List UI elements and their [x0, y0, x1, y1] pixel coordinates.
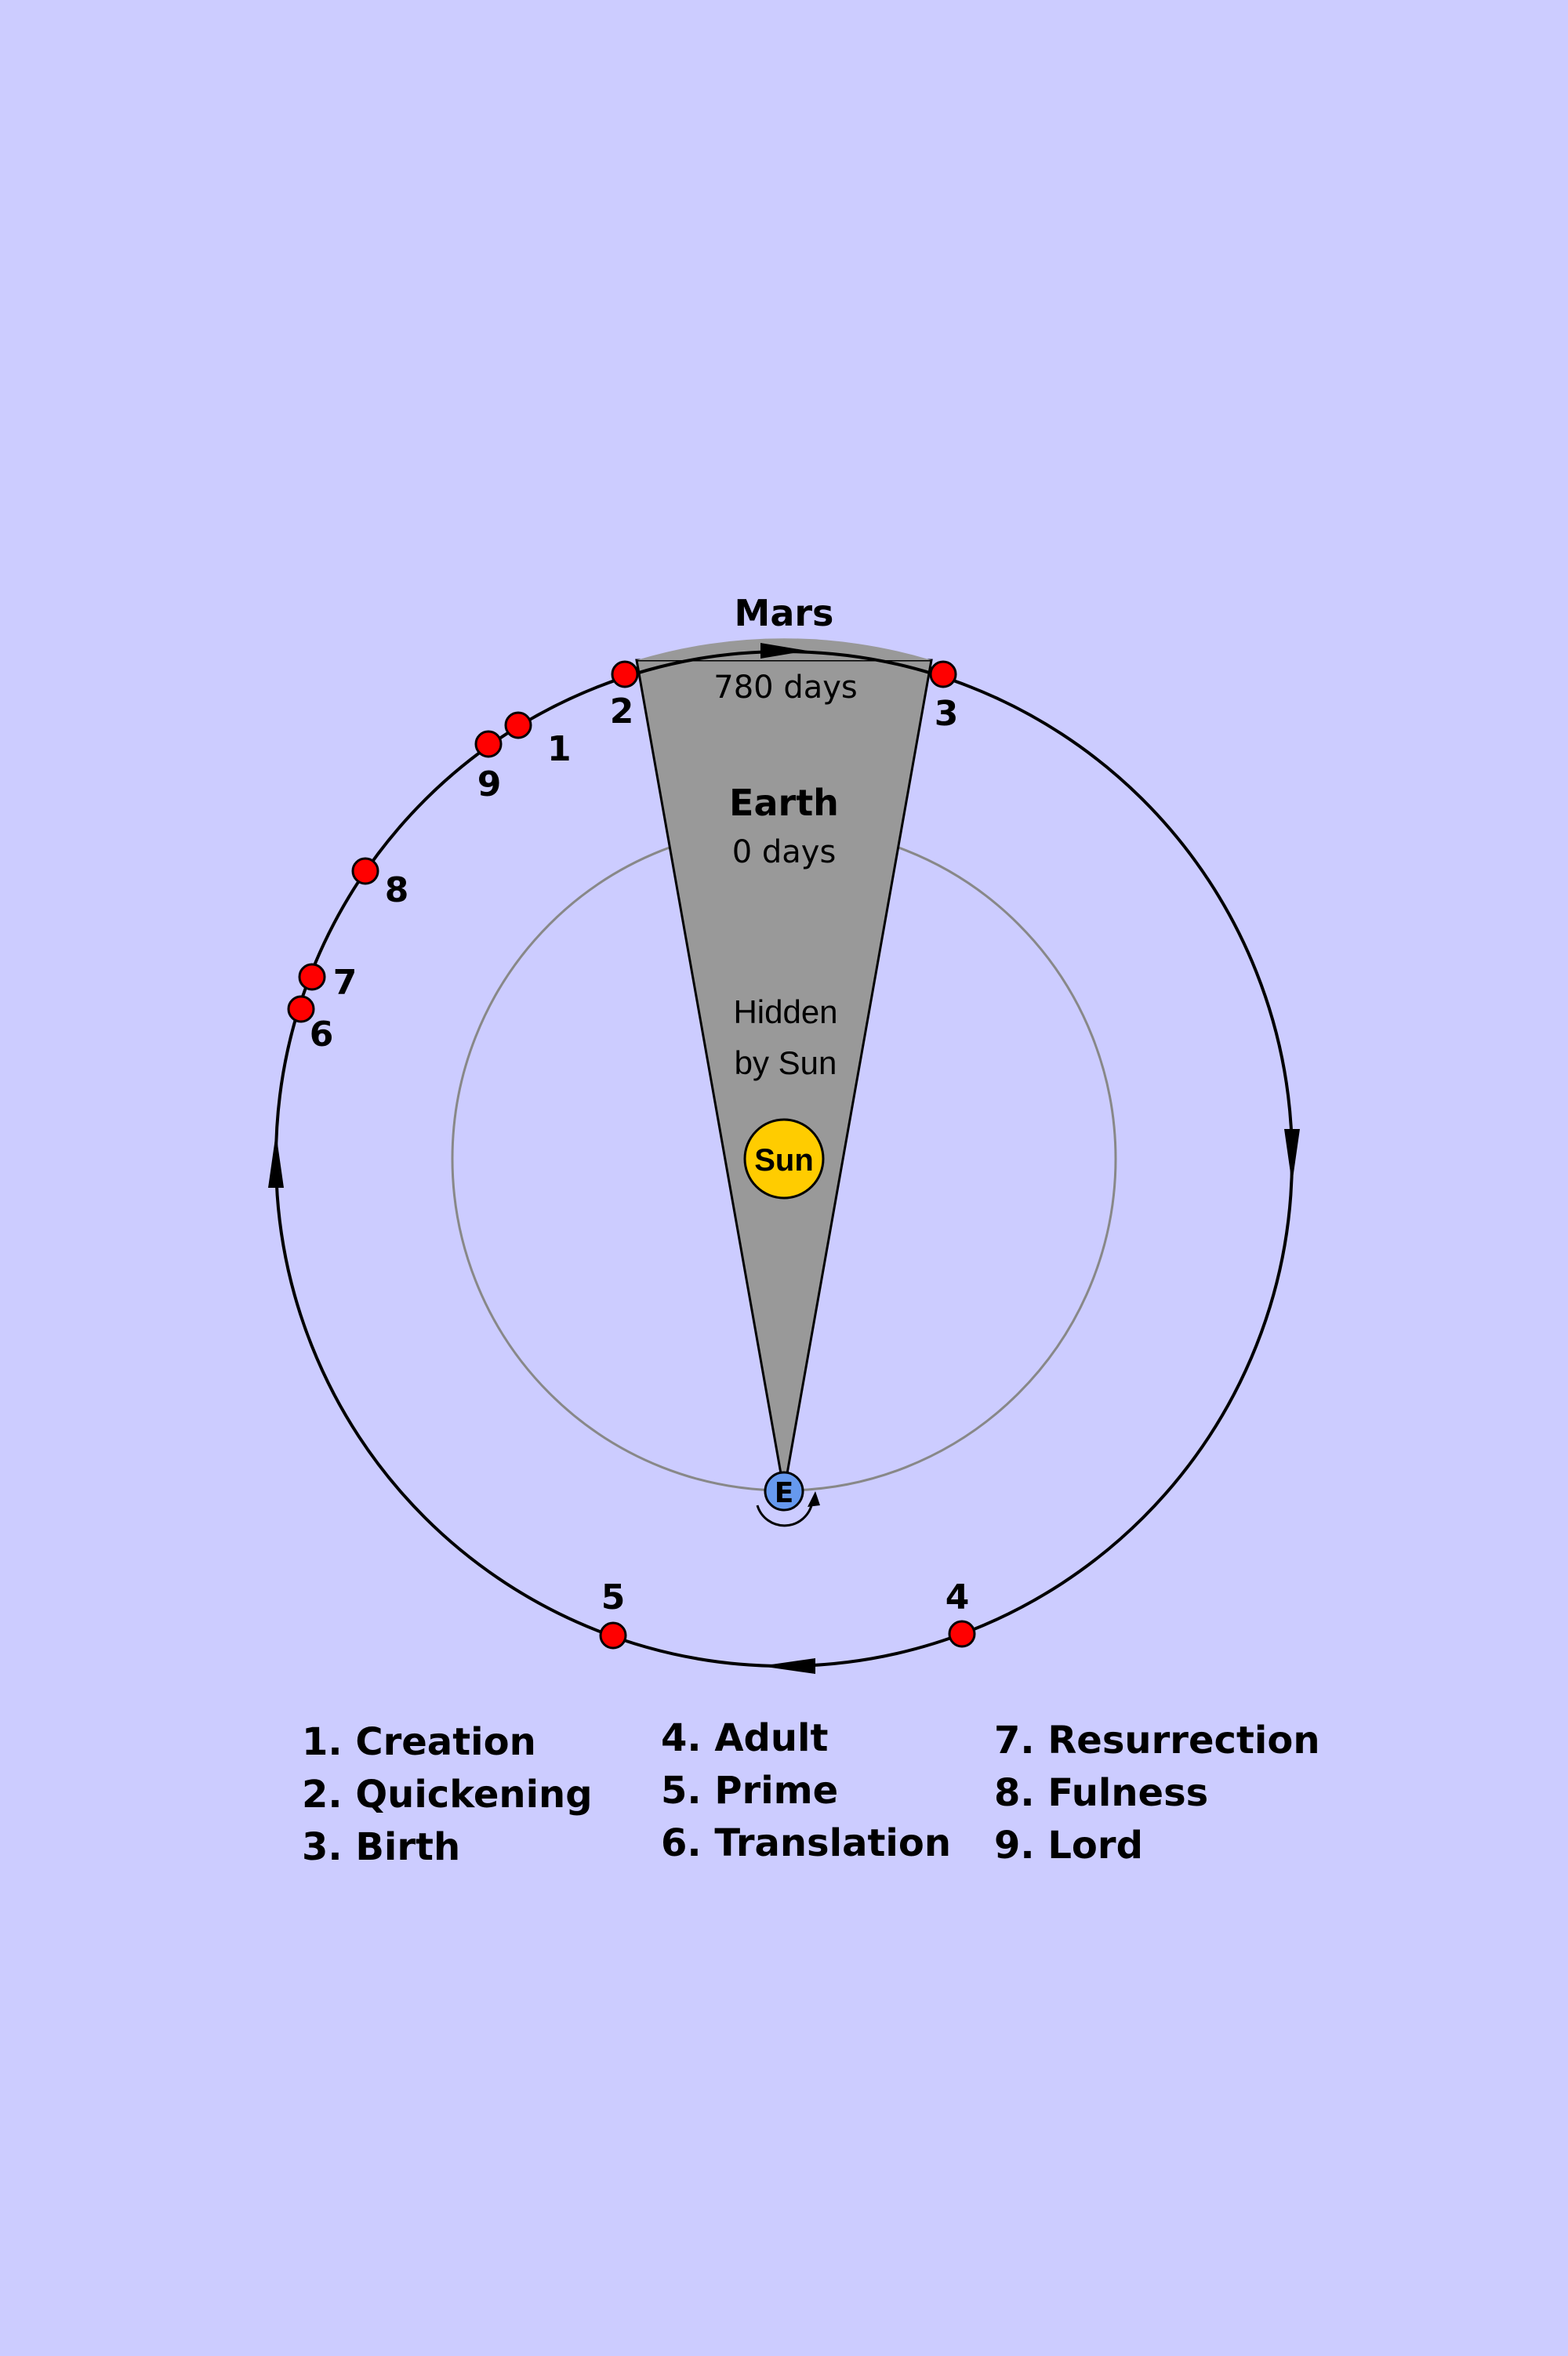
- legend: 1. Creation 2. Quickening 3. Birth 4. Ad…: [302, 1716, 1320, 1869]
- marker-5-dot: [599, 1621, 627, 1650]
- marker-3: 3: [929, 660, 959, 734]
- legend-item-4: 4. Adult: [661, 1716, 828, 1760]
- earth-rotation-arrowhead-icon: [808, 1491, 820, 1507]
- sun-label: Sun: [754, 1143, 814, 1178]
- marker-5: 5: [599, 1577, 627, 1650]
- marker-1: 1: [504, 711, 572, 769]
- hidden-label-line1: Hidden: [733, 993, 837, 1030]
- marker-2: 2: [610, 660, 639, 731]
- marker-1-dot: [504, 711, 532, 739]
- marker-8-dot: [351, 857, 379, 885]
- sun-icon: [743, 1118, 825, 1200]
- marker-3-label: 3: [935, 694, 959, 734]
- hidden-label-line2: by Sun: [735, 1044, 837, 1081]
- marker-5-label: 5: [601, 1577, 626, 1617]
- earth-icon: [764, 1471, 804, 1512]
- marker-4-label: 4: [946, 1577, 970, 1617]
- mars-label: Mars: [735, 592, 834, 634]
- marker-7-dot: [298, 963, 326, 991]
- orbit-arrow-top-icon: [760, 643, 808, 659]
- marker-9: 9: [474, 730, 503, 804]
- marker-6: 6: [287, 995, 334, 1055]
- earth-days-label: 0 days: [732, 834, 837, 870]
- legend-item-7: 7. Resurrection: [994, 1719, 1320, 1762]
- earth-marker-label: E: [775, 1477, 794, 1509]
- legend-item-5: 5. Prime: [661, 1769, 838, 1813]
- orbit-arrow-right-icon: [1284, 1129, 1300, 1184]
- marker-8: 8: [351, 857, 409, 910]
- marker-4-dot: [948, 1620, 976, 1648]
- orbit-arrow-left-icon: [268, 1133, 284, 1188]
- legend-item-3: 3. Birth: [302, 1825, 460, 1869]
- marker-4: 4: [946, 1577, 976, 1648]
- marker-7-label: 7: [333, 963, 358, 1003]
- marker-2-label: 2: [610, 692, 634, 731]
- legend-item-6: 6. Translation: [661, 1821, 951, 1865]
- marker-9-dot: [474, 730, 503, 758]
- marker-6-dot: [287, 995, 315, 1023]
- marker-8-label: 8: [385, 870, 409, 910]
- orbit-arrow-bottom-icon: [760, 1658, 815, 1674]
- earth-rotation-arrow-icon: [756, 1501, 814, 1527]
- legend-item-9: 9. Lord: [994, 1824, 1143, 1868]
- legend-item-2: 2. Quickening: [302, 1773, 593, 1817]
- earth-label: Earth: [729, 782, 839, 824]
- legend-item-8: 8. Fulness: [994, 1771, 1208, 1815]
- marker-9-label: 9: [477, 764, 502, 804]
- legend-item-1: 1. Creation: [302, 1720, 536, 1764]
- mars-days-label: 780 days: [713, 670, 857, 706]
- marker-7: 7: [298, 963, 358, 1003]
- marker-6-label: 6: [310, 1015, 334, 1055]
- marker-2-dot: [611, 660, 639, 688]
- marker-3-dot: [929, 660, 957, 688]
- marker-1-label: 1: [547, 729, 572, 769]
